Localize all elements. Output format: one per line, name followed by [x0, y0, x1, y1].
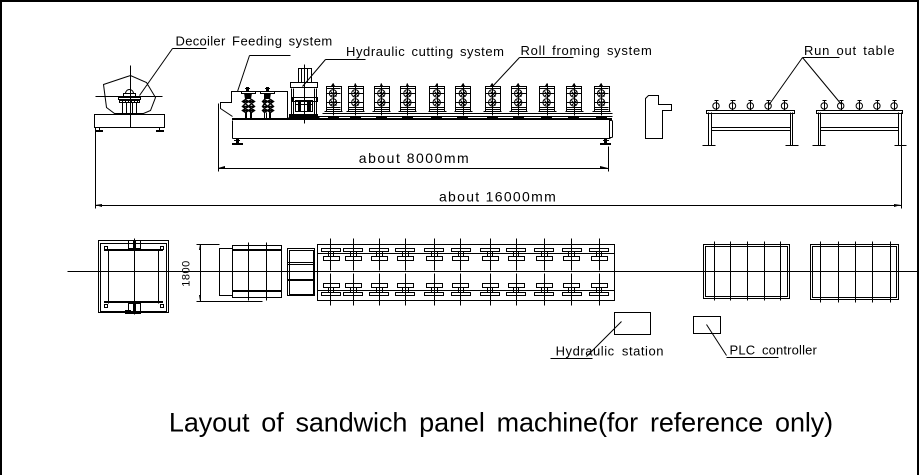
svg-text:PLC controller: PLC controller: [730, 343, 818, 358]
svg-text:Layout of sandwich panel machi: Layout of sandwich panel machine(for ref…: [169, 408, 833, 438]
svg-text:about 8000mm: about 8000mm: [359, 150, 470, 166]
svg-text:about 16000mm: about 16000mm: [439, 189, 557, 205]
svg-text:Roll froming system: Roll froming system: [521, 43, 653, 58]
svg-text:Hydraulic station: Hydraulic station: [556, 344, 664, 359]
svg-text:Feeding system: Feeding system: [232, 34, 333, 49]
svg-text:Hydraulic cutting system: Hydraulic cutting system: [346, 44, 505, 59]
svg-text:Decoiler: Decoiler: [176, 34, 226, 49]
svg-text:Run out table: Run out table: [804, 43, 895, 58]
svg-text:1800: 1800: [181, 260, 193, 286]
